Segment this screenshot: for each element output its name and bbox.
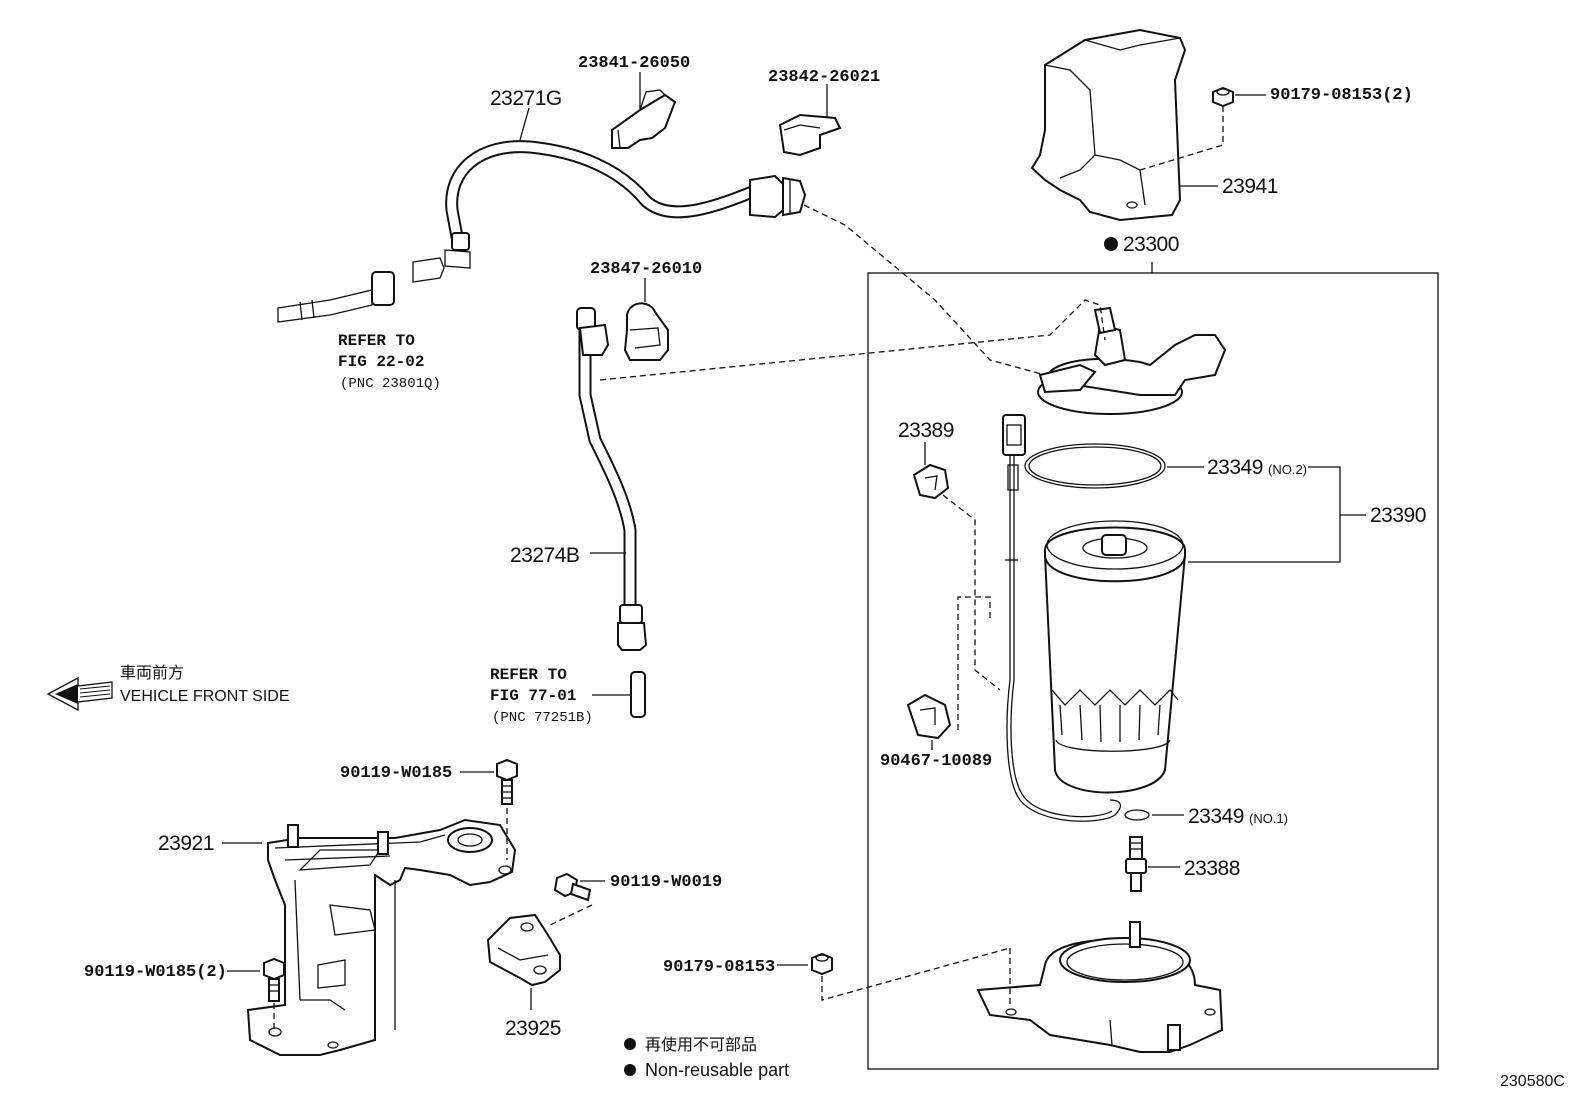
o-ring-23349-no1	[1124, 809, 1150, 821]
assembly-23300-box	[867, 272, 1439, 1070]
ref2-line3: (PNC 77251B)	[492, 710, 593, 726]
fuel-pipe-end	[277, 257, 445, 323]
non-reusable-marker	[1104, 237, 1118, 251]
label-90179-08153: 90179-08153	[663, 958, 775, 977]
label-23300: 23300	[1123, 233, 1179, 256]
label-23925: 23925	[505, 1017, 561, 1040]
drain-plug-23388	[1125, 836, 1147, 892]
label-23842-26021: 23842-26021	[768, 68, 880, 87]
insulator-23941	[1030, 28, 1187, 222]
fuel-hose-23271g	[444, 140, 807, 269]
bracket-23925	[486, 913, 561, 987]
filter-bracket	[976, 921, 1224, 1053]
filter-head	[1037, 306, 1227, 415]
fuel-filter-element	[1043, 520, 1187, 794]
label-23349-no2: 23349	[1207, 456, 1263, 479]
ref1-line2: FIG 22-02	[338, 353, 424, 371]
ref2-line2: FIG 77-01	[490, 687, 576, 705]
label-90119-w0185: 90119-W0185	[340, 764, 452, 783]
label-23389: 23389	[898, 419, 954, 442]
clamp-23841-26050	[611, 89, 677, 149]
clamp-23389	[912, 463, 950, 500]
label-90467-10089: 90467-10089	[880, 752, 992, 771]
nut-90179-08153-top	[1212, 86, 1234, 108]
pipe-end-77-01	[630, 671, 646, 718]
label-23274b: 23274B	[510, 544, 579, 567]
legend-bullet-jp	[624, 1038, 636, 1050]
clip-23847-26010	[623, 302, 669, 361]
label-23847-26010: 23847-26010	[590, 260, 702, 279]
diagram-code: 230580C	[1500, 1073, 1565, 1090]
bolt-90119-w0019	[553, 872, 592, 902]
legend-jp: 再使用不可部品	[645, 1036, 757, 1054]
label-23921: 23921	[158, 832, 214, 855]
label-23390: 23390	[1370, 504, 1426, 527]
label-90119-w0019: 90119-W0019	[610, 873, 722, 892]
clip-23842-26021	[778, 113, 842, 157]
sensor-wire	[1002, 414, 1122, 822]
ref2-line1: REFER TO	[490, 666, 567, 684]
label-23841-26050: 23841-26050	[578, 54, 690, 73]
label-23271g: 23271G	[490, 87, 562, 110]
ref1-line1: REFER TO	[338, 332, 415, 350]
label-23388: 23388	[1184, 857, 1240, 880]
label-90179-08153-2: 90179-08153(2)	[1270, 86, 1413, 105]
label-23349-no2-sub: (NO.2)	[1268, 462, 1307, 477]
front-en: VEHICLE FRONT SIDE	[120, 688, 290, 705]
label-23941: 23941	[1222, 175, 1278, 198]
bracket-23921	[246, 818, 517, 1056]
bolt-90119-w0185	[496, 758, 518, 805]
nut-90179-08153-bottom	[811, 952, 833, 976]
label-90119-w0185-2: 90119-W0185(2)	[84, 963, 227, 982]
front-arrow-icon	[46, 676, 113, 712]
front-jp: 車両前方	[120, 664, 184, 682]
legend-bullet-en	[624, 1064, 636, 1076]
label-23349-no1-sub: (NO.1)	[1249, 811, 1288, 826]
label-23349-no1: 23349	[1188, 805, 1244, 828]
o-ring-23349-no2	[1024, 443, 1166, 489]
fuel-hose-23274b	[576, 307, 648, 651]
legend-en: Non-reusable part	[645, 1060, 789, 1080]
bolt-90119-w0185-2	[263, 957, 285, 1002]
ref1-line3: (PNC 23801Q)	[340, 376, 441, 392]
clamp-90467-10089	[906, 693, 952, 740]
